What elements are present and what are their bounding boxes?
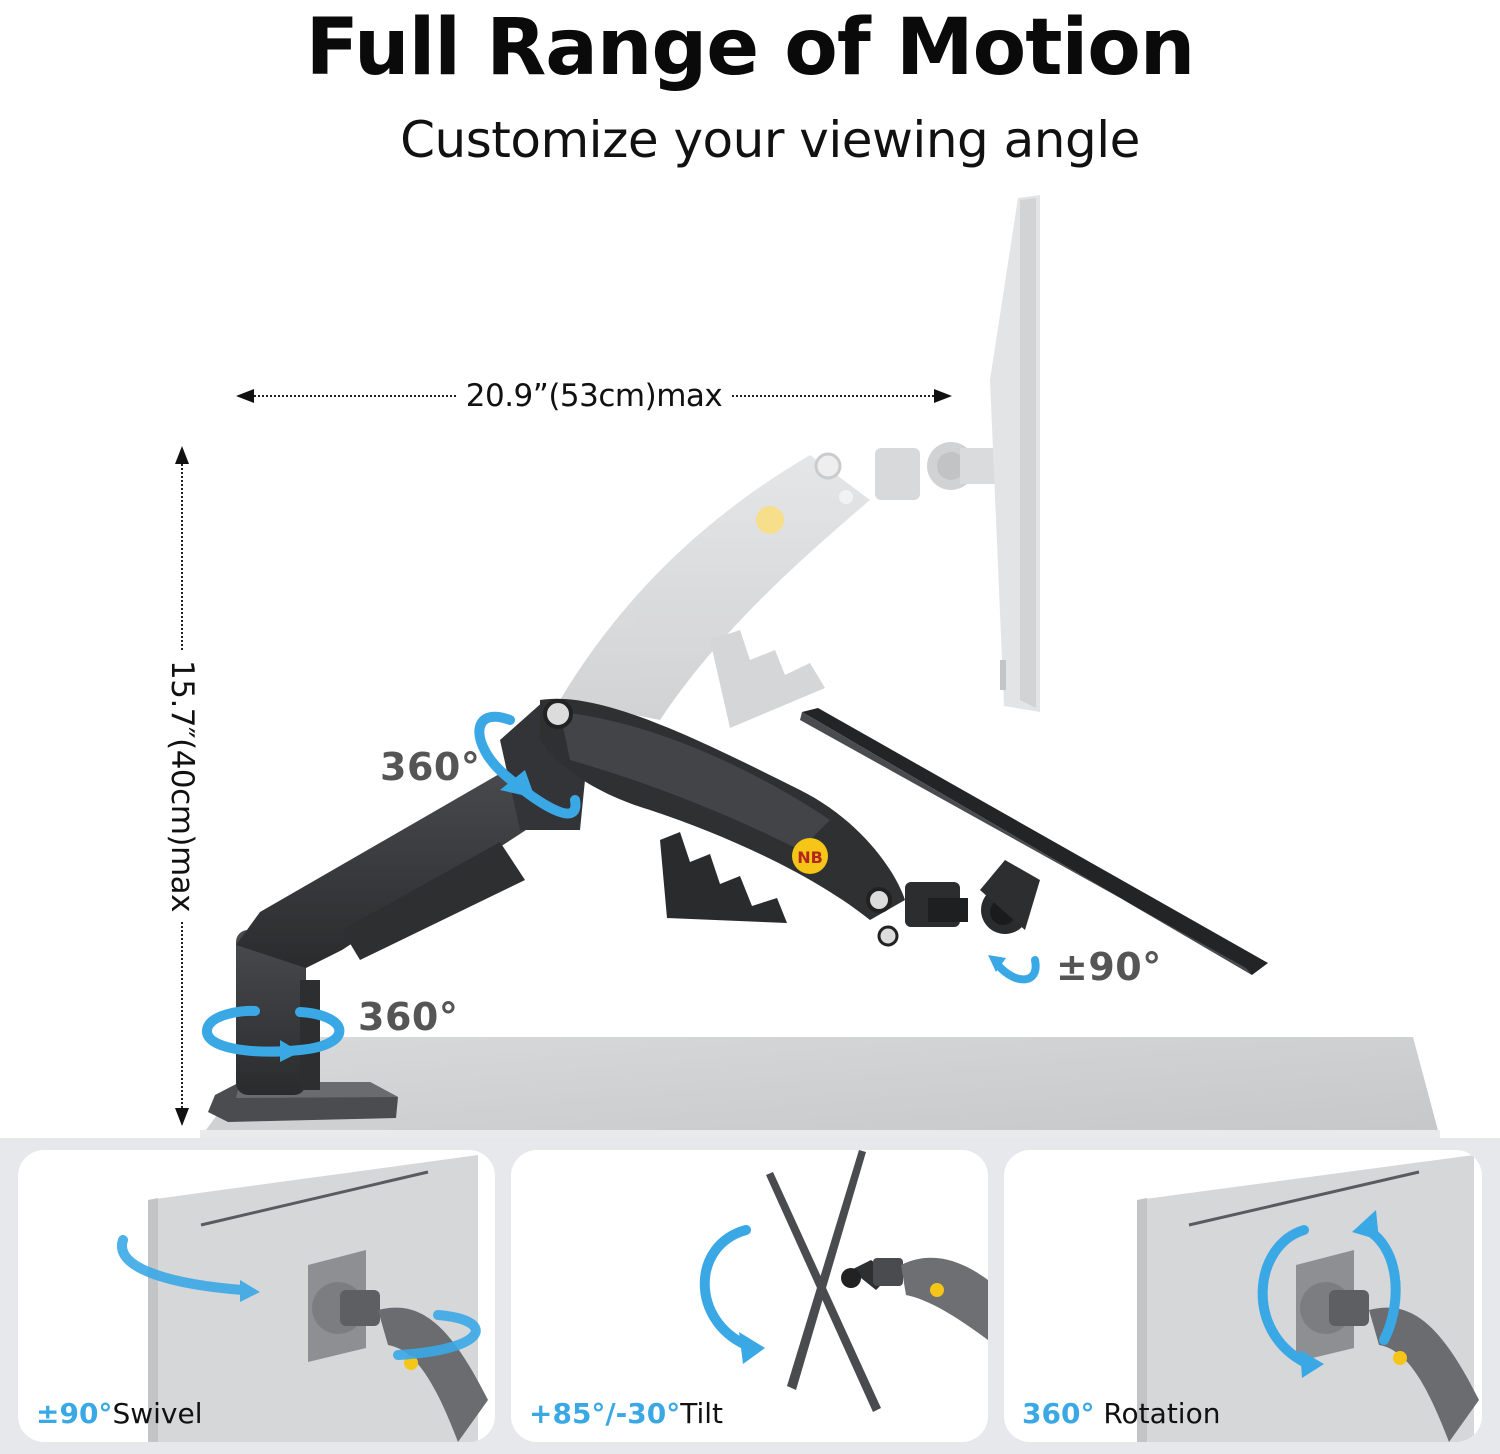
dotted-line [181,922,183,1108]
arrow-up-icon [175,446,189,464]
rotation-caption: 360° Rotation [1022,1397,1220,1430]
swivel-illustration [117,1155,488,1442]
swivel-label: Swivel [112,1397,203,1430]
arrow-right-icon [934,389,952,403]
desk [200,1037,1440,1138]
rotation-label: Rotation [1094,1397,1221,1430]
max-height-dimension: 15.7″(40cm)max [164,446,200,1126]
dotted-line [254,395,456,397]
tilt-head [905,860,1040,934]
feature-panel-swivel: ±90°Swivel [18,1150,495,1442]
max-extension-label: 20.9”(53cm)max [465,378,723,414]
tilt-illustration [699,1150,988,1412]
tilt-caption: +85°/-30°Tilt [529,1397,723,1430]
tilt-arrow-icon [699,1225,765,1364]
max-extension-dimension: 20.9”(53cm)max [236,378,952,414]
monitor-arm-illustration: NB [200,195,1440,1138]
arrow-down-icon [175,1108,189,1126]
base-rotation-arrow-icon [202,1005,345,1062]
page-subtitle: Customize your viewing angle [400,111,1140,169]
feature-panel-rotation: 360° Rotation [1004,1150,1482,1442]
rotation-arrow-icon [1257,1210,1401,1378]
tilted-monitor [800,708,1268,975]
nb-badge-icon: NB [792,838,828,874]
ghost-arm [560,442,1000,728]
rotation-value: 360° [1022,1397,1095,1430]
dotted-line [181,464,183,650]
head-swivel-label: ±90° [1056,945,1162,989]
tilt-label: Tilt [680,1397,724,1430]
swivel-value: ±90° [36,1397,113,1430]
svg-text:NB: NB [797,848,823,867]
dotted-line [732,395,934,397]
feature-panel-tilt: +85°/-30°Tilt [511,1150,988,1442]
rotation-illustration [1137,1155,1479,1442]
swivel-caption: ±90°Swivel [36,1397,202,1430]
swivel-arrow-icon [117,1235,481,1360]
elbow-rotation-arrow-icon [474,711,581,819]
base-rotation-label: 360° [358,995,459,1039]
head-swivel-arrow-icon [988,955,1040,984]
ghost-monitor [990,195,1040,712]
max-height-label: 15.7″(40cm)max [164,659,200,913]
elbow-rotation-label: 360° [380,745,481,789]
page-title: Full Range of Motion [305,3,1196,93]
arrow-left-icon [236,389,254,403]
tilt-value: +85°/-30° [529,1397,681,1430]
lower-arm [236,700,590,968]
